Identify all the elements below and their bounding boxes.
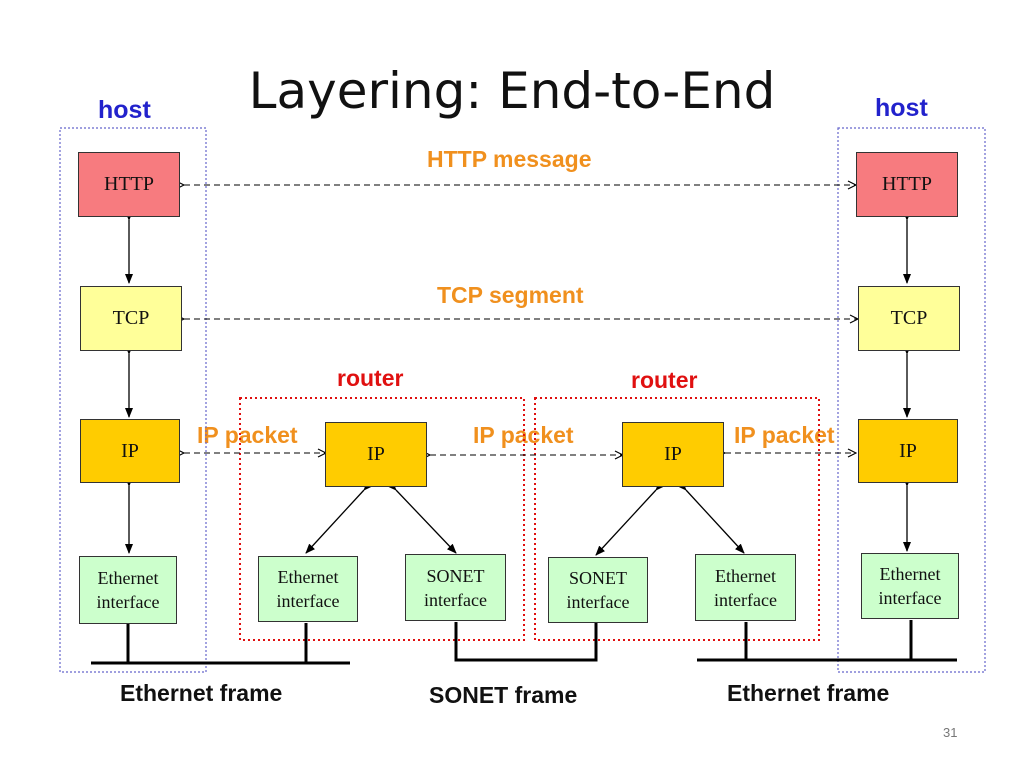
left-host-label: host: [98, 96, 151, 124]
ethernet-frame-label-right: Ethernet frame: [727, 680, 890, 706]
tcp-segment-label: TCP segment: [437, 282, 584, 308]
router2-ip-box: IP: [622, 422, 724, 487]
router2-ip-sonet-arrow: [595, 480, 666, 556]
router1-ip-ethernet-arrow: [305, 480, 374, 554]
left-router-label: router: [337, 365, 404, 391]
right-ethernet-interface: Ethernet interface: [861, 553, 959, 619]
iface-line1: Ethernet: [879, 564, 941, 584]
right-router-boundary: [534, 397, 820, 641]
router2-ip-ethernet-arrow: [676, 480, 745, 554]
right-host-boundary: [837, 127, 986, 673]
router1-ip-sonet-arrow: [386, 480, 457, 554]
right-router-label: router: [631, 367, 698, 393]
right-http-box: HTTP: [856, 152, 958, 217]
left-host-boundary: [59, 127, 207, 673]
left-ip-box: IP: [80, 419, 180, 483]
ip-packet-label-right: IP packet: [734, 422, 835, 448]
sonet-frame-label: SONET frame: [429, 682, 578, 708]
iface-line2: interface: [714, 589, 777, 610]
iface-line2: interface: [276, 591, 340, 611]
iface-line2: interface: [96, 592, 160, 612]
router1-ip-box: IP: [325, 422, 427, 487]
iface-line1: Ethernet: [715, 565, 776, 586]
left-http-box: HTTP: [78, 152, 180, 217]
iface-line1: SONET: [568, 568, 627, 588]
physical-links: [91, 620, 957, 665]
sonet-link: [454, 622, 598, 662]
router2-sonet-interface: SONET interface: [548, 557, 648, 623]
http-message-label: HTTP message: [427, 146, 592, 172]
iface-line2: interface: [878, 588, 942, 608]
router1-sonet-interface: SONET interface: [405, 554, 506, 621]
slide-title: Layering: End-to-End: [248, 62, 776, 120]
left-ethernet-interface: Ethernet interface: [79, 556, 177, 624]
iface-line1: Ethernet: [277, 567, 339, 587]
left-router-boundary: [239, 397, 525, 641]
ip-packet-label-left: IP packet: [197, 422, 298, 448]
iface-line1: Ethernet: [97, 568, 159, 588]
router1-ethernet-interface: Ethernet interface: [258, 556, 358, 622]
iface-line1: SONET: [426, 565, 485, 586]
right-tcp-box: TCP: [858, 286, 960, 351]
right-host-label: host: [875, 94, 928, 122]
iface-line2: interface: [424, 589, 487, 610]
iface-line2: interface: [566, 592, 630, 612]
ethernet-frame-label-left: Ethernet frame: [120, 680, 283, 706]
page-number: 31: [943, 725, 958, 740]
router2-ethernet-interface: Ethernet interface: [695, 554, 796, 621]
right-ip-box: IP: [858, 419, 958, 483]
left-tcp-box: TCP: [80, 286, 182, 351]
